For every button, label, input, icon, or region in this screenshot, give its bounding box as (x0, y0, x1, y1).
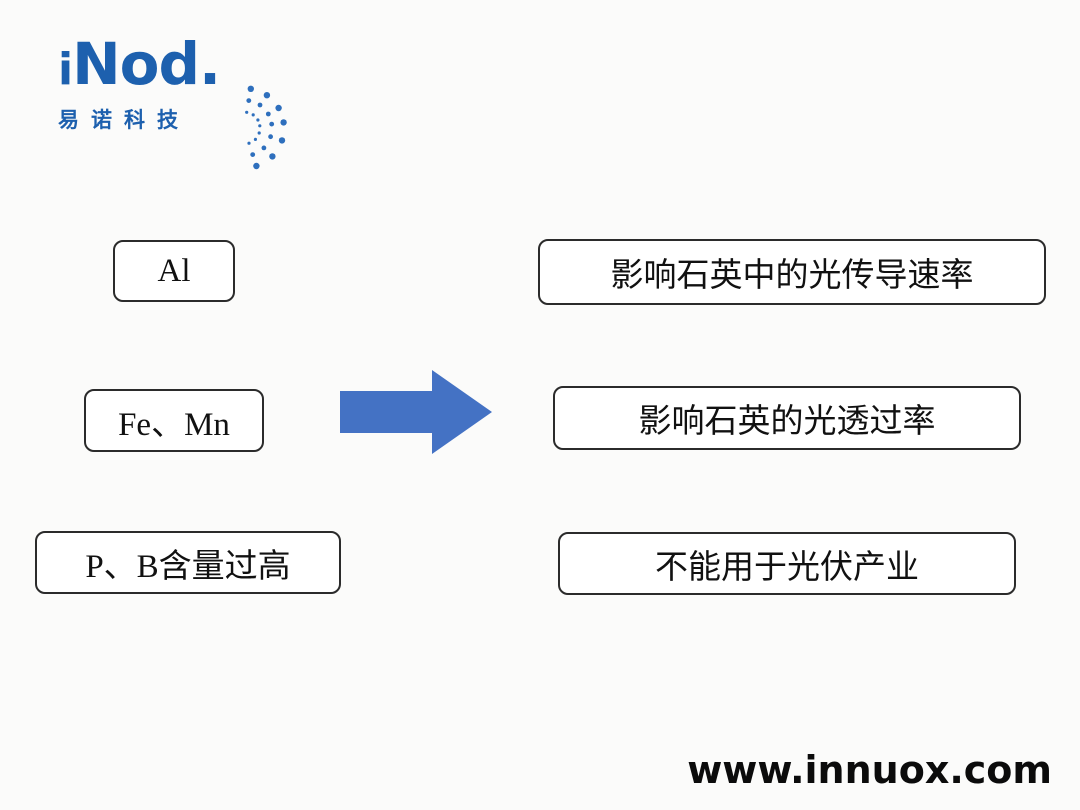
website-url: www.innuox.com (687, 748, 1052, 792)
node-effect-light-transmittance: 影响石英的光透过率 (553, 386, 1021, 450)
node-p-b-excess-label: P、B含量过高 (85, 548, 291, 585)
node-fe-mn: Fe、Mn (84, 389, 264, 452)
logo-wordmark: iNod. (58, 34, 298, 100)
arrow-right-shape (340, 370, 492, 454)
arrow-right-icon (340, 370, 492, 454)
company-logo: iNod. 易诺科技 (58, 34, 298, 170)
node-effect-photovoltaic-unusable-label: 不能用于光伏产业 (655, 549, 919, 586)
node-al-label: Al (157, 252, 191, 289)
node-effect-photovoltaic-unusable: 不能用于光伏产业 (558, 532, 1016, 595)
node-effect-light-conduction: 影响石英中的光传导速率 (538, 239, 1046, 305)
logo-subtitle: 易诺科技 (58, 108, 190, 132)
logo-letters-nod: Nod. (72, 30, 221, 98)
node-fe-mn-label: Fe、Mn (118, 406, 230, 443)
node-p-b-excess: P、B含量过高 (35, 531, 341, 594)
logo-letter-i: i (58, 44, 73, 95)
node-effect-light-conduction-label: 影响石英中的光传导速率 (610, 258, 974, 294)
node-effect-light-transmittance-label: 影响石英的光透过率 (638, 404, 936, 440)
sparkle-icon (245, 85, 287, 170)
node-al: Al (113, 240, 235, 302)
